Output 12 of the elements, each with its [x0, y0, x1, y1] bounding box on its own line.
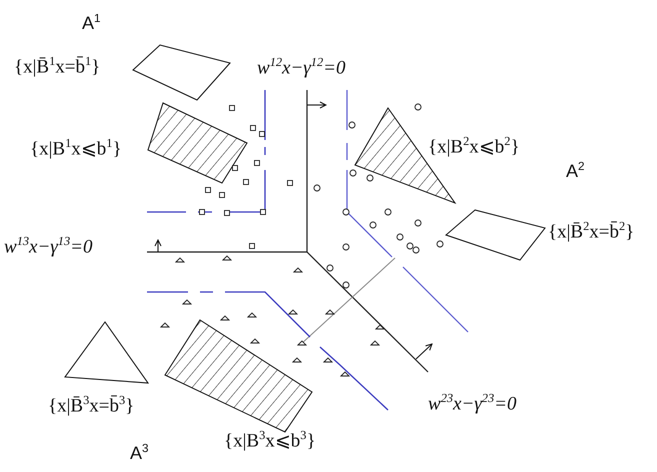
hyperplane-equation: w$^{23}$x−γ$^{23}$=0 [428, 391, 516, 416]
hyperplane-equation: w$^{12}$x−γ$^{12}$=0 [257, 55, 346, 80]
class-label: A$^{1}$ [82, 12, 101, 35]
set-expression: {x|B̄$^{3}$x=b̄$^{3}$} [48, 393, 134, 418]
set-expression: {x|B̄$^{1}$x=b̄$^{1}$} [14, 54, 100, 80]
set-expression: {x|B$^{3}$x⩽b$^{3}$} [224, 428, 316, 454]
class-label: A$^{3}$ [130, 442, 149, 465]
set-expression: {x|B$^{2}$x⩽b$^{2}$} [428, 134, 520, 160]
hyperplane-equation: w$^{13}$x−γ$^{13}$=0 [4, 234, 92, 260]
set-expression: {x|B̄$^{2}$x=b̄$^{2}$} [548, 219, 634, 244]
class-label: A$^{2}$ [566, 160, 585, 183]
set-expression: {x|B$^{1}$x⩽b$^{1}$} [30, 136, 122, 162]
